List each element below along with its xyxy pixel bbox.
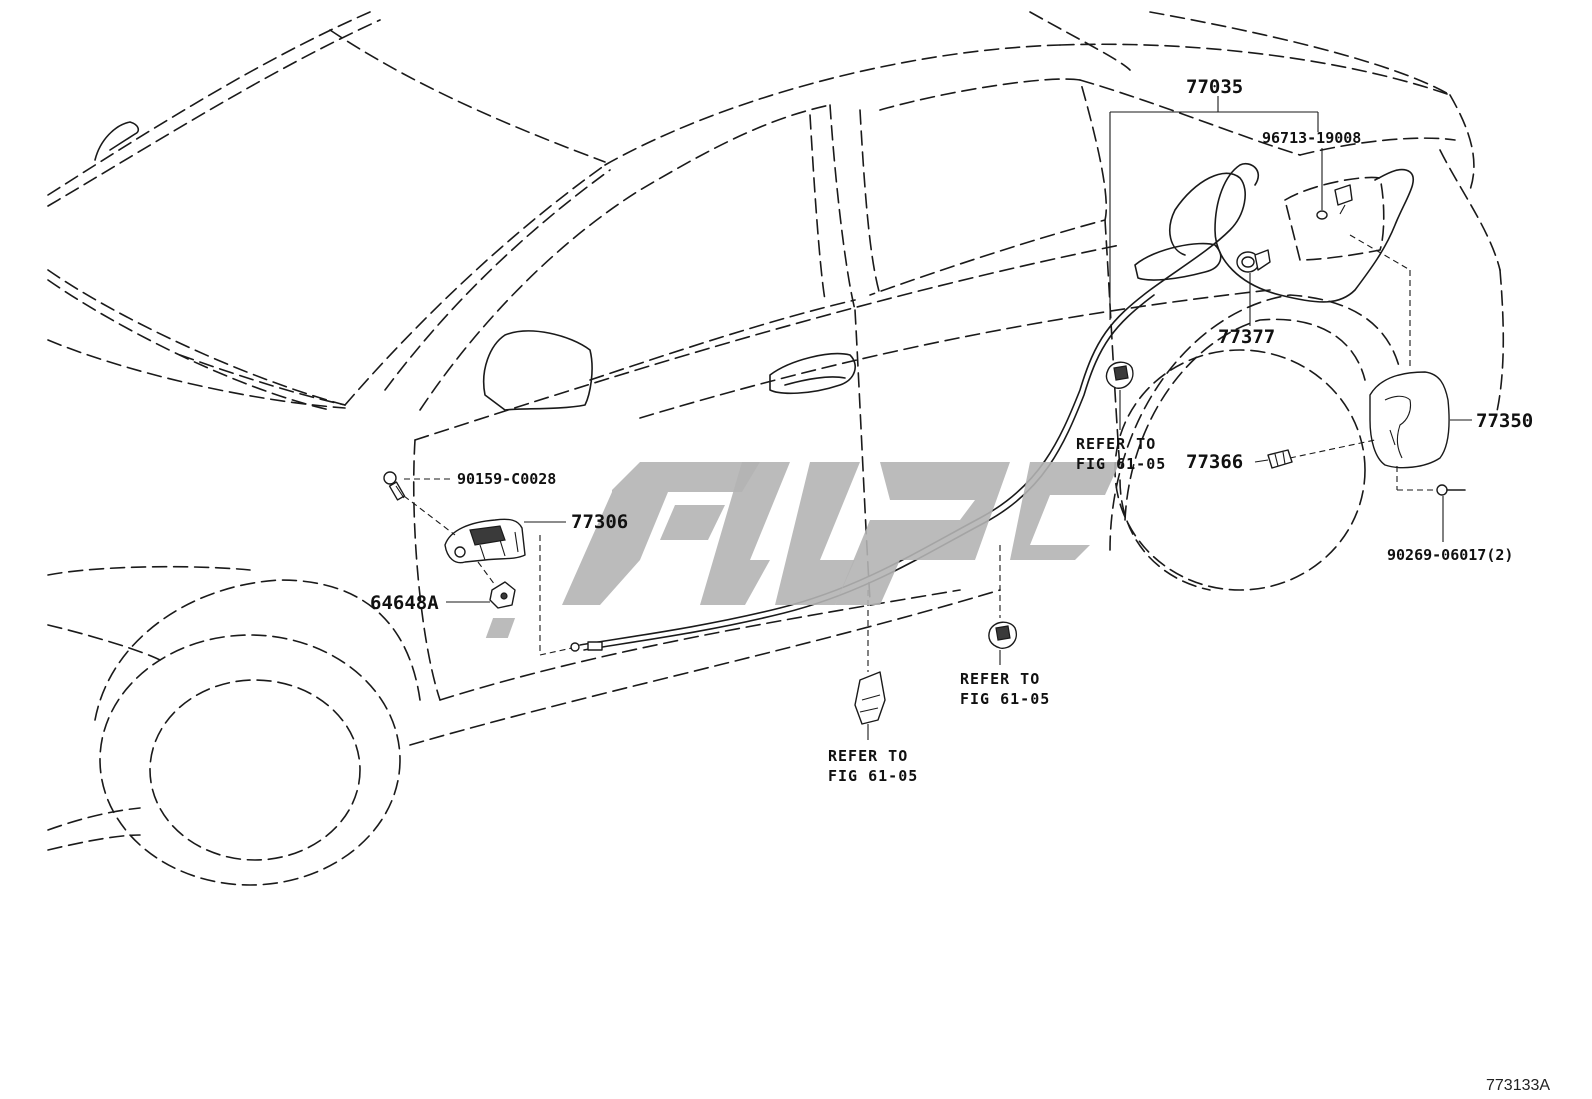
clamp-upper-icon	[1105, 361, 1134, 389]
refer-upper-line1: REFER TO	[1076, 435, 1156, 453]
fuel-lid-77350-icon	[1369, 371, 1450, 469]
callout-96713-19008: 96713-19008	[1262, 129, 1361, 147]
refer-middle-line1: REFER TO	[960, 670, 1040, 688]
hinge-77366-icon	[1267, 449, 1293, 469]
callout-77035: 77035	[1186, 76, 1243, 98]
callout-77306: 77306	[571, 511, 628, 533]
callout-labels: 77035 96713-19008 77377 77350 77366 9026…	[370, 76, 1550, 1094]
release-cable	[570, 163, 1415, 652]
callout-77350: 77350	[1476, 410, 1533, 432]
lever-77306-icon	[444, 518, 526, 564]
clip-64648a-icon	[489, 581, 516, 609]
callout-77366: 77366	[1186, 451, 1243, 473]
clip-96713-icon	[1316, 184, 1353, 220]
callout-77377: 77377	[1218, 326, 1275, 348]
parts-illustrations	[383, 184, 1466, 725]
watermark-logo	[485, 462, 1120, 638]
screw-90269-icon	[1436, 484, 1466, 496]
refer-middle-line2: FIG 61-05	[960, 690, 1050, 708]
callout-64648a: 64648A	[370, 592, 439, 614]
clamp-center-icon	[854, 671, 886, 725]
screw-90159-icon	[383, 471, 406, 501]
leader-lines	[403, 96, 1472, 740]
grommet-77377-icon	[1236, 249, 1271, 273]
figure-id: 773133A	[1486, 1077, 1550, 1094]
refer-upper-line2: FIG 61-05	[1076, 455, 1166, 473]
refer-lower-line1: REFER TO	[828, 747, 908, 765]
clamp-lower-icon	[988, 621, 1017, 649]
refer-lower-line2: FIG 61-05	[828, 767, 918, 785]
callout-90159-c0028: 90159-C0028	[457, 470, 556, 488]
callout-90269-06017: 90269-06017(2)	[1387, 546, 1513, 564]
car-body-outline	[47, 11, 1505, 886]
